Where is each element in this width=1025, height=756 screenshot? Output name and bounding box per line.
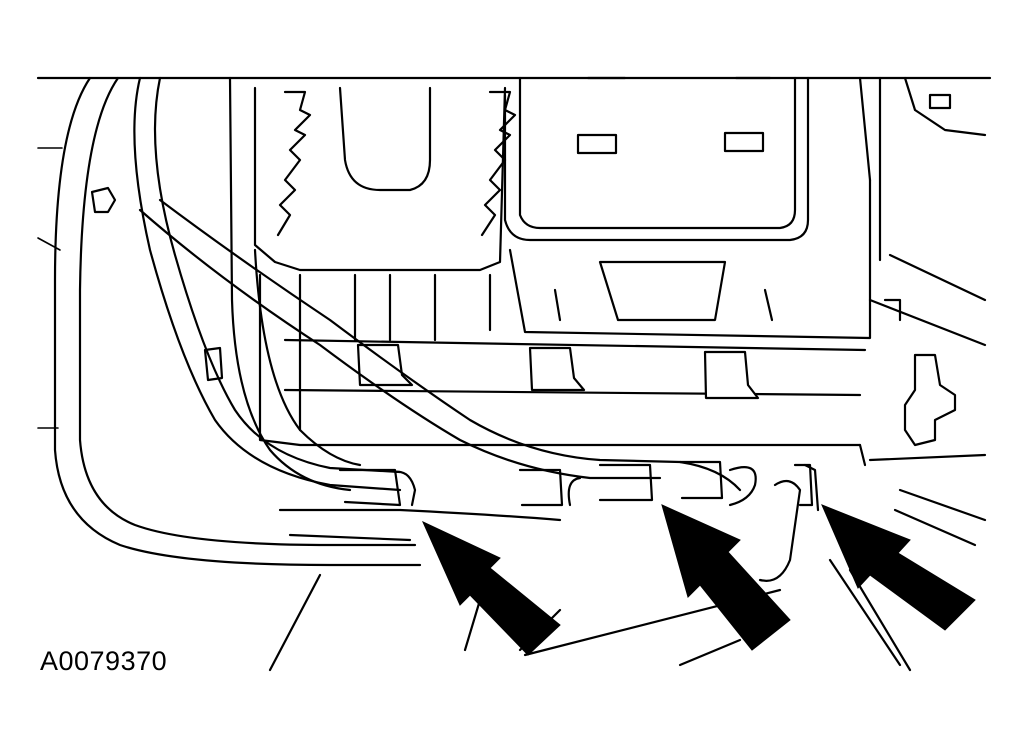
connector-ribs bbox=[276, 90, 517, 237]
left-clip bbox=[90, 186, 224, 382]
frame-edge-marks bbox=[36, 76, 992, 429]
housing-slots bbox=[576, 76, 772, 155]
harness-connectors bbox=[338, 460, 820, 582]
latch-clips bbox=[356, 343, 760, 400]
callout-arrows bbox=[421, 504, 976, 656]
push-pin-retainer bbox=[858, 76, 987, 467]
arrow-middle-icon bbox=[661, 504, 791, 651]
module-housing bbox=[253, 76, 882, 447]
arrow-right-icon bbox=[821, 504, 976, 631]
arrow-left-icon bbox=[421, 520, 561, 656]
figure-id-label: A0079370 bbox=[40, 646, 168, 676]
